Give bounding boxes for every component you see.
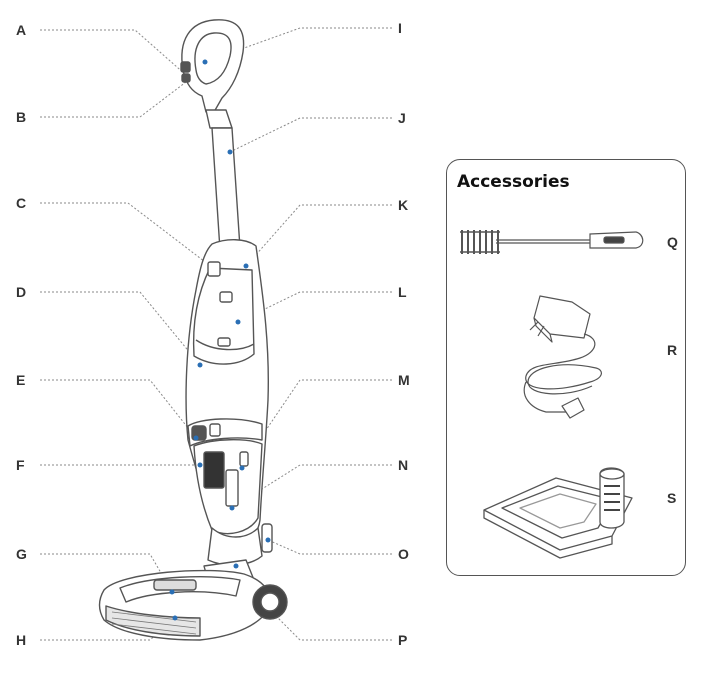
base-holder-bristles <box>604 485 620 511</box>
label-n: N <box>398 457 409 473</box>
label-m: M <box>398 372 410 388</box>
brush-roller <box>105 605 201 637</box>
base-station <box>483 467 633 559</box>
leader-C <box>40 202 214 269</box>
label-g: G <box>16 546 27 562</box>
label-i: I <box>398 20 402 36</box>
rear-wheel-hub <box>260 592 280 612</box>
tank-cap <box>207 261 221 277</box>
leader-I <box>204 27 392 63</box>
dirty-tank-latch <box>239 451 249 467</box>
label-b: B <box>16 109 27 125</box>
adapter-prong-a <box>529 321 539 331</box>
leader-E <box>40 379 197 439</box>
label-h: H <box>16 632 27 648</box>
label-f: F <box>16 457 25 473</box>
handle-button-b <box>181 73 191 83</box>
upper-tube <box>211 127 241 251</box>
handle-neck <box>205 109 233 129</box>
brush-grip-mark <box>603 236 625 244</box>
label-q: Q <box>667 234 678 250</box>
base-holder-top <box>599 468 625 480</box>
leader-B <box>40 81 187 118</box>
label-c: C <box>16 195 27 211</box>
vacuum-body <box>98 19 288 641</box>
adapter-prong-b <box>537 325 545 337</box>
cleaning-brush <box>460 230 644 254</box>
base-storage-holder <box>599 467 625 529</box>
base-tray-edge <box>483 510 613 559</box>
accessories-title: Accessories <box>457 172 570 192</box>
part-dots <box>169 59 271 621</box>
handle-button-a <box>180 61 191 73</box>
head-release <box>153 579 197 591</box>
leader-J <box>229 117 392 153</box>
base-tray-well <box>519 493 597 529</box>
label-k: K <box>398 197 409 213</box>
label-l: L <box>398 284 407 300</box>
display-icon <box>209 423 221 437</box>
adapter-plug <box>561 397 585 419</box>
label-e: E <box>16 372 26 388</box>
label-r: R <box>667 342 678 358</box>
leader-K <box>245 204 392 267</box>
clean-water-tank <box>192 267 255 365</box>
tank-latch <box>219 291 233 303</box>
power-adapter <box>523 295 602 419</box>
accessories-panel <box>446 159 686 576</box>
tank-floor <box>195 339 255 351</box>
filter-frame <box>225 469 239 507</box>
brush-bristles <box>111 611 197 635</box>
filter-block <box>203 451 225 489</box>
adapter-face <box>533 317 553 343</box>
label-j: J <box>398 110 406 126</box>
leader-D <box>40 291 201 366</box>
handle-inner <box>194 32 232 85</box>
display-panel <box>187 418 263 447</box>
leader-O <box>267 539 392 555</box>
label-p: P <box>398 632 408 648</box>
leader-A <box>40 29 187 76</box>
brush-head <box>460 230 500 254</box>
adapter-cable <box>523 333 602 413</box>
leader-M <box>265 379 392 431</box>
label-s: S <box>667 490 677 506</box>
tank-handle <box>217 337 231 347</box>
leader-G <box>40 553 173 593</box>
label-a: A <box>16 22 27 38</box>
label-o: O <box>398 546 409 562</box>
leader-P <box>271 611 392 641</box>
label-d: D <box>16 284 27 300</box>
